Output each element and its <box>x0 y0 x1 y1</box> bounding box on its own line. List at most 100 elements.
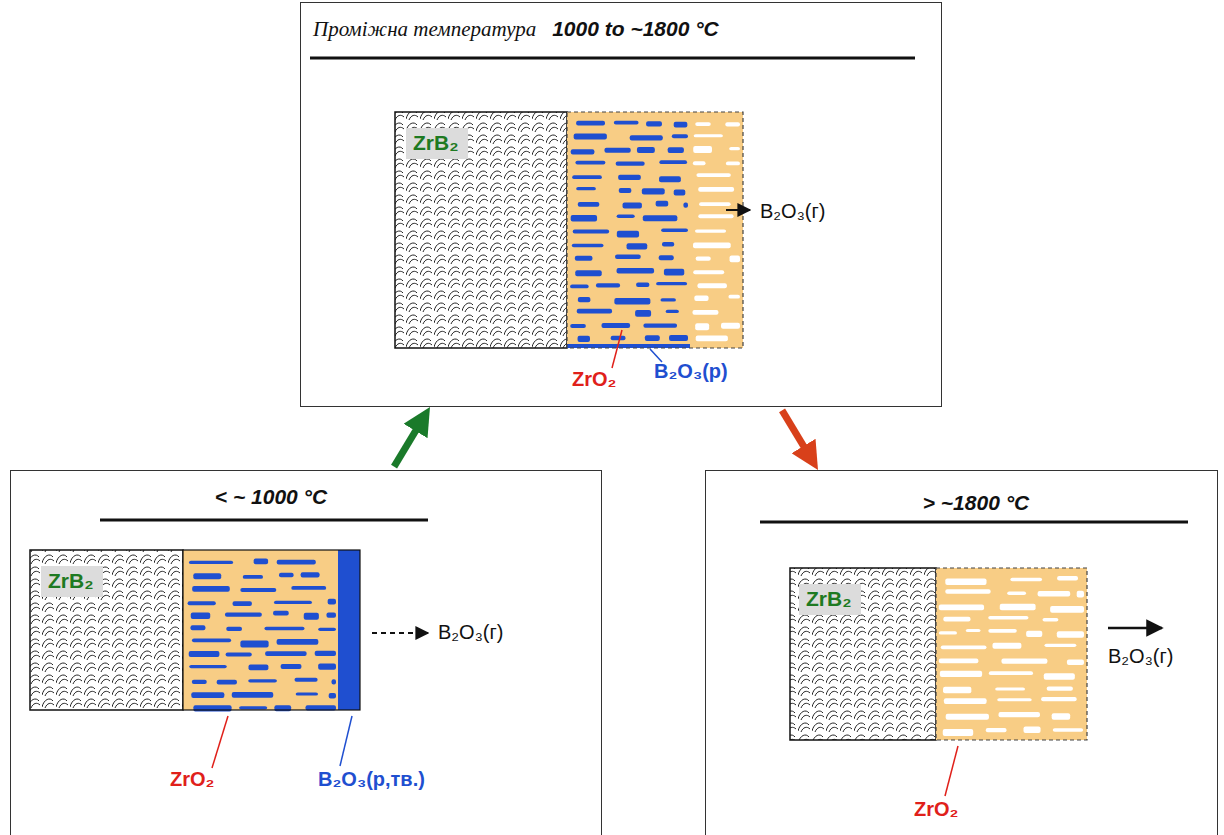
streak <box>1026 631 1042 637</box>
temperature-panel: < ~ 1000 °C ZrB₂ <box>10 470 602 835</box>
zrb2-substrate <box>30 550 183 710</box>
pore-streaks <box>692 122 740 341</box>
streak <box>695 122 711 126</box>
porous-zro2-layer <box>690 112 743 348</box>
streak <box>729 147 740 150</box>
streak <box>277 560 316 565</box>
streak <box>577 309 612 314</box>
streak <box>573 229 609 233</box>
streak <box>683 202 688 207</box>
streak <box>992 643 1021 649</box>
title-underline <box>310 57 915 60</box>
streak <box>1077 591 1084 598</box>
streak <box>332 679 336 684</box>
streak <box>277 639 319 645</box>
streak <box>946 714 989 720</box>
streak <box>630 135 663 140</box>
streak <box>188 601 216 605</box>
liquid-solid-label: B₂O₃(р,тв.) <box>318 768 425 791</box>
streak <box>943 617 970 622</box>
streak <box>193 573 221 579</box>
material-tag: ZrB₂ <box>41 566 103 597</box>
streak <box>616 161 645 165</box>
streak <box>1001 659 1047 664</box>
streak <box>726 161 740 165</box>
streak <box>693 146 712 153</box>
streak <box>329 693 336 699</box>
streak <box>696 335 728 341</box>
streak <box>572 175 602 179</box>
streak <box>1057 631 1084 638</box>
streak <box>645 335 660 341</box>
streak <box>659 255 674 260</box>
material-name: ZrB₂ <box>48 569 94 592</box>
streak <box>694 296 708 301</box>
streak <box>1045 644 1077 647</box>
streak <box>614 121 639 125</box>
streak <box>666 310 679 313</box>
streak <box>265 651 307 656</box>
layer-outline <box>567 112 743 348</box>
panel-title-text: < ~ 1000 °C <box>215 485 327 509</box>
streak <box>945 578 986 585</box>
streak <box>1052 713 1071 719</box>
evaporation-arrow <box>726 209 750 211</box>
streak <box>721 323 740 329</box>
streak <box>328 599 336 605</box>
streak <box>604 148 630 153</box>
streak <box>674 190 686 196</box>
panel-title: < ~ 1000 °C <box>101 485 441 509</box>
streak <box>1010 578 1042 581</box>
streak <box>191 692 224 698</box>
streak <box>940 671 982 677</box>
streak <box>1043 618 1059 621</box>
streak <box>619 188 632 193</box>
streak <box>642 188 665 194</box>
streak <box>190 625 205 630</box>
panel-title: > ~1800 °C <box>761 491 1191 515</box>
streak <box>988 629 1016 633</box>
zrb2-substrate <box>395 112 567 348</box>
streak <box>941 645 987 649</box>
panel-title: Проміжна температура1000 to ~1800 °C <box>313 17 719 42</box>
streak <box>1047 687 1073 691</box>
material-name: ZrB₂ <box>806 587 852 610</box>
streak <box>1067 659 1084 665</box>
streak <box>656 201 669 207</box>
layer-outline <box>936 568 1087 740</box>
title-underline <box>100 519 428 522</box>
streak <box>296 692 318 695</box>
b2o3-streaks <box>188 559 336 712</box>
oxide-label: ZrO₂ <box>914 798 958 821</box>
material-tag: ZrB₂ <box>799 584 861 615</box>
streak <box>615 254 641 258</box>
streak <box>696 257 711 261</box>
title-underline <box>760 521 1188 524</box>
panel-title-text: Проміжна температура <box>313 17 536 42</box>
streak <box>695 230 726 233</box>
temperature-panel: Проміжна температура1000 to ~1800 °C ZrB₂ <box>300 2 942 407</box>
streak <box>254 559 268 565</box>
streak <box>668 147 684 153</box>
streak <box>672 134 688 138</box>
transition-arrow <box>394 419 423 467</box>
streak <box>699 202 731 206</box>
streak <box>318 663 336 669</box>
streak <box>575 256 593 261</box>
streak <box>943 729 973 736</box>
zro2-layer <box>567 112 690 348</box>
streak <box>945 589 990 593</box>
streak <box>578 202 600 207</box>
gas-label: B₂O₃(г) <box>438 621 503 644</box>
material-name: ZrB₂ <box>413 131 459 154</box>
streak <box>939 605 984 611</box>
streak <box>725 122 740 126</box>
streak <box>192 680 207 684</box>
streak <box>643 215 678 221</box>
streak <box>576 121 605 126</box>
streak <box>669 335 688 341</box>
streak <box>326 612 336 617</box>
streak <box>997 698 1031 701</box>
